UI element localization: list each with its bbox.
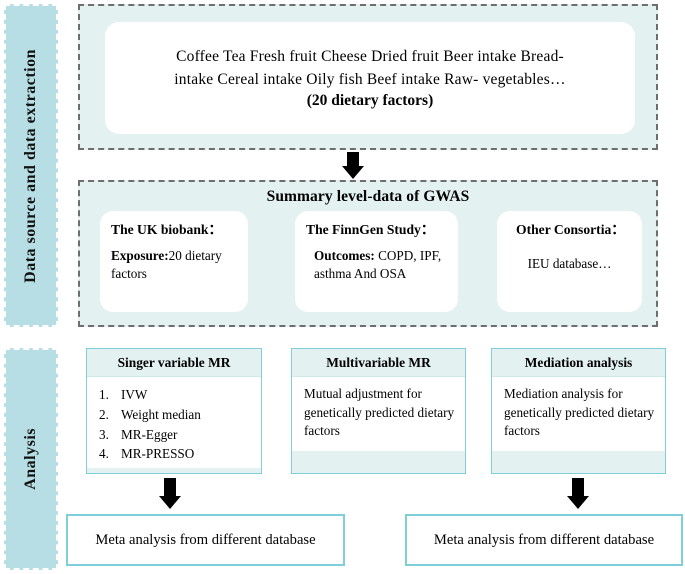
method-box-single-variable-mr-body: 1. IVW 2. Weight median 3. MR-Egger 4. M… <box>87 377 261 469</box>
arrow-down-icon-to-meta-right <box>566 478 590 511</box>
gwas-card-finngen-heading: The FinnGen Study： <box>306 222 435 237</box>
method-list-single-variable-mr: 1. IVW 2. Weight median 3. MR-Egger 4. M… <box>99 385 251 464</box>
arrow-down-icon-diet-to-gwas <box>341 152 365 179</box>
method-box-footer <box>292 451 465 473</box>
gwas-card-uk-biobank-heading: The UK biobank： <box>111 222 223 237</box>
list-item-number: 4. <box>99 446 109 462</box>
arrow-shaft <box>164 478 176 497</box>
gwas-panel-title: Summary level-data of GWAS <box>266 188 470 205</box>
list-item: 2. Weight median <box>99 405 251 425</box>
gwas-card-uk-biobank-body: Exposure:20 dietary factors <box>111 247 237 283</box>
list-item-label: MR-PRESSO <box>121 446 195 462</box>
meta-analysis-box-left: Meta analysis from different database <box>66 514 345 566</box>
method-box-multivariable-mr-title: Multivariable MR <box>292 349 465 377</box>
list-item: 1. IVW <box>99 385 251 405</box>
dietary-factors-panel: Coffee Tea Fresh fruit Cheese Dried frui… <box>78 4 658 150</box>
gwas-card-finngen-body-bold: Outcomes: <box>314 247 375 263</box>
dietary-factors-card: Coffee Tea Fresh fruit Cheese Dried frui… <box>105 22 635 134</box>
method-box-multivariable-mr: Multivariable MR Mutual adjustment for g… <box>291 348 466 474</box>
gwas-card-other-consortia-heading: Other Consortia： <box>516 222 625 237</box>
meta-analysis-box-left-label: Meta analysis from different database <box>73 521 338 559</box>
arrow-head <box>567 496 589 509</box>
gwas-card-uk-biobank-body-rest: 20 dietary factors <box>111 247 222 281</box>
method-box-multivariable-mr-body: Mutual adjustment for genetically predic… <box>292 377 465 451</box>
list-item: 3. MR-Egger <box>99 425 251 445</box>
gwas-card-finngen-body: Outcomes: COPD, IPF, asthma And OSA <box>306 247 447 283</box>
dietary-factors-line-1: Coffee Tea Fresh fruit Cheese Dried frui… <box>176 48 564 66</box>
method-box-mediation-analysis-body: Mediation analysis for genetically predi… <box>492 377 665 451</box>
arrow-head <box>342 166 364 179</box>
stage-label-analysis-text: Analysis <box>22 428 39 490</box>
list-item-label: Weight median <box>121 406 201 422</box>
dietary-factors-caption: (20 dietary factors) <box>306 91 434 109</box>
meta-analysis-box-right-label: Meta analysis from different database <box>412 521 676 559</box>
list-item-label: IVW <box>121 387 148 402</box>
stage-label-data-source-text: Data source and data extraction <box>22 48 39 283</box>
method-box-mediation-analysis-title: Mediation analysis <box>492 349 665 377</box>
stage-label-analysis: Analysis <box>4 348 58 570</box>
gwas-card-other-consortia-body: IEU database… <box>527 255 612 271</box>
gwas-summary-panel: Summary level-data of GWAS The UK bioban… <box>78 180 658 327</box>
gwas-card-other-consortia: Other Consortia： IEU database… <box>497 211 642 312</box>
method-box-footer <box>492 451 665 473</box>
stage-label-data-source: Data source and data extraction <box>4 4 58 327</box>
list-item-number: 2. <box>99 406 109 422</box>
gwas-card-finngen-body-rest: COPD, IPF, asthma And OSA <box>314 247 442 281</box>
meta-analysis-box-right: Meta analysis from different database <box>405 514 683 566</box>
arrow-shaft <box>572 478 584 497</box>
dietary-factors-line-2: intake Cereal intake Oily fish Beef inta… <box>174 70 566 88</box>
method-box-single-variable-mr: Singer variable MR 1. IVW 2. Weight medi… <box>86 348 262 474</box>
list-item-number: 1. <box>99 387 109 402</box>
gwas-card-uk-biobank: The UK biobank： Exposure:20 dietary fact… <box>100 211 248 312</box>
arrow-down-icon-to-meta-left <box>158 478 182 511</box>
gwas-card-finngen: The FinnGen Study： Outcomes: COPD, IPF, … <box>295 211 458 312</box>
arrow-head <box>159 496 181 509</box>
method-box-single-variable-mr-title: Singer variable MR <box>87 349 261 377</box>
list-item-number: 3. <box>99 426 109 442</box>
arrow-shaft <box>347 152 359 167</box>
gwas-card-uk-biobank-body-bold: Exposure: <box>111 247 169 263</box>
method-box-footer <box>87 468 261 473</box>
list-item: 4. MR-PRESSO <box>99 444 251 464</box>
method-box-mediation-analysis: Mediation analysis Mediation analysis fo… <box>491 348 666 474</box>
list-item-label: MR-Egger <box>121 426 178 442</box>
